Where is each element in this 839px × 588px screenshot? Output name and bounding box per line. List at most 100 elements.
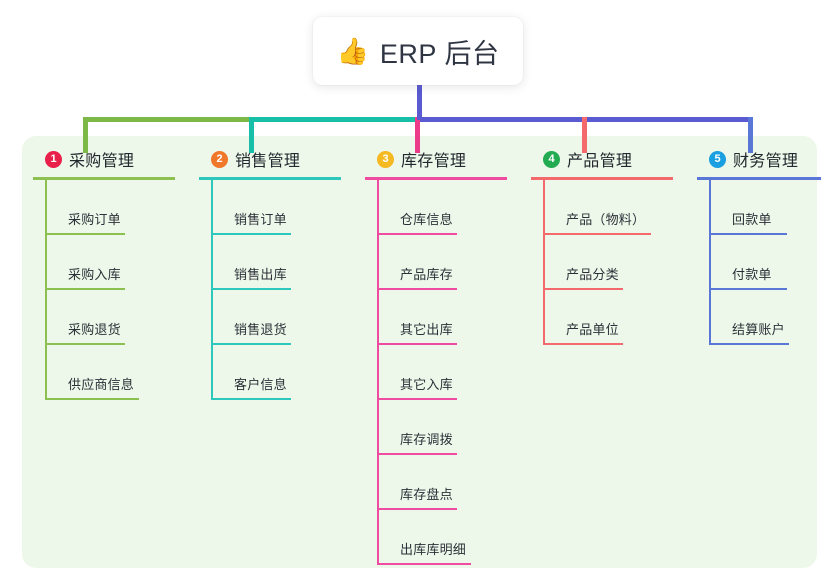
branch-child-rule: [543, 288, 623, 290]
branch-child-item[interactable]: 库存调拨: [365, 400, 525, 455]
branch-child-rule: [377, 453, 457, 455]
root-node-title: ERP 后台: [379, 38, 500, 69]
branch-spine: [377, 180, 379, 565]
branch-child-item[interactable]: 采购订单: [33, 180, 193, 235]
branch-number-badge: 3: [377, 150, 394, 168]
branch-child-label: 库存盘点: [400, 487, 453, 502]
root-node-erp-backend[interactable]: 👍 ERP 后台: [313, 17, 523, 85]
branch-child-item[interactable]: 付款单: [697, 235, 839, 290]
branch-child-item[interactable]: 结算账户: [697, 290, 839, 345]
branch-child-item[interactable]: 产品单位: [531, 290, 691, 345]
branch-number-badge: 2: [211, 150, 228, 168]
branch-child-label: 出库库明细: [400, 542, 467, 557]
branch-child-label: 销售订单: [234, 212, 287, 227]
branch-child-item[interactable]: 仓库信息: [365, 180, 525, 235]
branch-child-label: 产品库存: [400, 267, 453, 282]
branch-child-item[interactable]: 销售退货: [199, 290, 359, 345]
branch-column-4: 4 产品管理产品（物料） 产品分类产品单位: [531, 146, 691, 345]
branch-child-rule: [709, 343, 789, 345]
branches-panel: [22, 136, 817, 568]
branch-child-rule: [45, 288, 125, 290]
branch-header-rule: [33, 177, 175, 180]
branch-child-label: 销售退货: [234, 322, 287, 337]
branch-child-rule: [45, 343, 125, 345]
branch-child-rule: [211, 398, 291, 400]
branch-child-rule: [377, 233, 457, 235]
branch-child-item[interactable]: 销售订单: [199, 180, 359, 235]
branch-child-rule: [543, 233, 651, 235]
segment-sales: [249, 117, 417, 122]
branch-header-1[interactable]: 1 采购管理: [33, 146, 193, 172]
branch-number-badge: 5: [709, 150, 726, 168]
branch-child-rule: [709, 233, 787, 235]
segment-purchase: [83, 117, 251, 122]
branch-children-4: 产品（物料） 产品分类产品单位: [531, 180, 691, 345]
branch-child-rule: [377, 343, 457, 345]
branch-child-label: 销售出库: [234, 267, 287, 282]
drop-inventory: [415, 117, 420, 153]
branch-title: 财务管理: [733, 153, 799, 170]
branch-child-item[interactable]: 产品分类: [531, 235, 691, 290]
root-stem-connector: [417, 84, 422, 120]
branch-title: 产品管理: [567, 153, 633, 170]
branch-child-rule: [45, 398, 139, 400]
branch-number-badge: 4: [543, 150, 560, 168]
branch-title: 采购管理: [69, 153, 135, 170]
branch-header-4[interactable]: 4 产品管理: [531, 146, 691, 172]
branch-column-1: 1 采购管理采购订单采购入库采购退货供应商信息: [33, 146, 193, 400]
branch-child-item[interactable]: 其它出库: [365, 290, 525, 345]
drop-sales: [249, 117, 254, 153]
branch-child-label: 供应商信息: [68, 377, 135, 392]
branch-child-item[interactable]: 客户信息: [199, 345, 359, 400]
branch-child-label: 库存调拨: [400, 432, 453, 447]
branch-header-rule: [365, 177, 507, 180]
branch-header-rule: [199, 177, 341, 180]
branch-children-5: 回款单付款单结算账户: [697, 180, 839, 345]
branch-child-label: 产品单位: [566, 322, 619, 337]
branch-child-label: 产品分类: [566, 267, 619, 282]
branch-column-2: 2 销售管理销售订单销售出库销售退货客户信息: [199, 146, 359, 400]
branch-child-item[interactable]: 库存盘点: [365, 455, 525, 510]
branch-child-item[interactable]: 供应商信息: [33, 345, 193, 400]
branch-child-label: 结算账户: [732, 322, 785, 337]
branch-header-2[interactable]: 2 销售管理: [199, 146, 359, 172]
branch-child-rule: [45, 233, 125, 235]
branch-child-label: 其它入库: [400, 377, 453, 392]
branch-child-item[interactable]: 回款单: [697, 180, 839, 235]
branch-child-rule: [211, 288, 291, 290]
branch-child-rule: [211, 233, 291, 235]
branch-child-label: 产品（物料）: [566, 212, 646, 227]
branch-child-rule: [211, 343, 291, 345]
branch-spine: [211, 180, 213, 400]
drop-product: [582, 117, 587, 153]
branch-child-rule: [543, 343, 623, 345]
branch-child-rule: [709, 288, 787, 290]
branch-child-item[interactable]: 销售出库: [199, 235, 359, 290]
drop-purchase: [83, 117, 88, 153]
branch-child-item[interactable]: 出库库明细: [365, 510, 525, 565]
branch-child-item[interactable]: 其它入库: [365, 345, 525, 400]
branch-child-item[interactable]: 采购入库: [33, 235, 193, 290]
branch-child-label: 仓库信息: [400, 212, 453, 227]
branch-child-label: 回款单: [732, 212, 772, 227]
branch-title: 销售管理: [235, 153, 301, 170]
branch-children-3: 仓库信息产品库存其它出库其它入库库存调拨库存盘点出库库明细: [365, 180, 525, 565]
thumbs-up-icon: 👍: [336, 36, 369, 66]
branch-column-5: 5 财务管理回款单付款单结算账户: [697, 146, 839, 345]
branch-child-label: 其它出库: [400, 322, 453, 337]
branch-child-label: 采购入库: [68, 267, 121, 282]
branch-number-badge: 1: [45, 150, 62, 168]
branch-child-label: 付款单: [732, 267, 772, 282]
branch-child-label: 客户信息: [234, 377, 287, 392]
branch-child-item[interactable]: 产品库存: [365, 235, 525, 290]
branch-header-5[interactable]: 5 财务管理: [697, 146, 839, 172]
branch-child-rule: [377, 398, 457, 400]
branch-child-item[interactable]: 采购退货: [33, 290, 193, 345]
branch-spine: [709, 180, 711, 345]
branch-children-1: 采购订单采购入库采购退货供应商信息: [33, 180, 193, 400]
branch-child-item[interactable]: 产品（物料）: [531, 180, 691, 235]
branch-child-label: 采购订单: [68, 212, 121, 227]
